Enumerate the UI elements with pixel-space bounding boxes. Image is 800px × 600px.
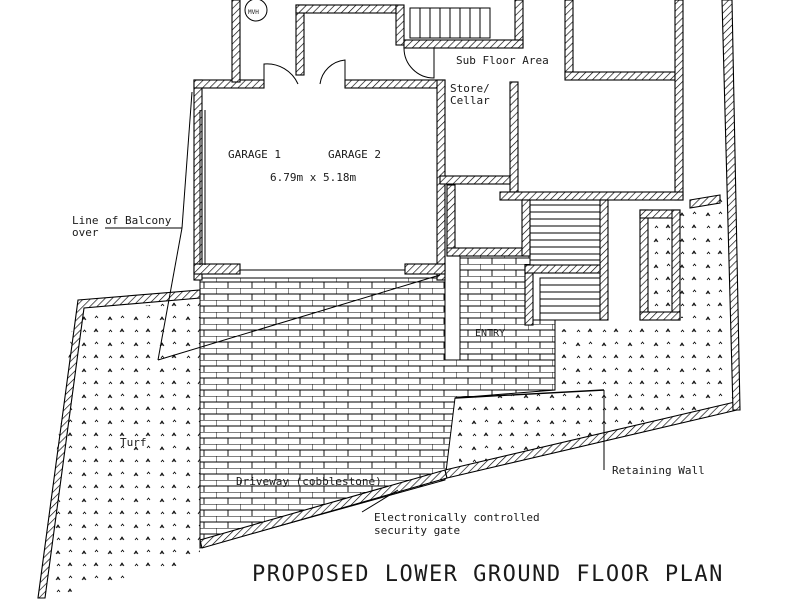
entry-label: ENTRY [475, 328, 505, 339]
gate-label-line2: security gate [374, 524, 460, 537]
meter-box [244, 0, 268, 22]
turf-label: Turf [120, 436, 147, 449]
entry-stair-walls [446, 184, 681, 326]
retaining-wall-line [454, 389, 605, 399]
turf-area-right [455, 195, 735, 475]
balcony-label-line2: over [72, 226, 99, 239]
garage-2-label: GARAGE 2 [328, 148, 381, 161]
boundary-walls [37, 0, 741, 599]
store-label-line2: Cellar [450, 94, 490, 107]
garage-dimensions: 6.79m x 5.18m [270, 171, 356, 184]
entry-stairs [529, 204, 601, 321]
sub-floor-area-label: Sub Floor Area [456, 54, 549, 67]
upper-walls [231, 0, 684, 201]
driveway-label: Driveway (cobblestone) [236, 475, 382, 488]
gate-label-line1: Electronically controlled [374, 511, 540, 524]
garage-1-label: GARAGE 1 [228, 148, 281, 161]
leader-lines [105, 91, 605, 513]
drawing-title: PROPOSED LOWER GROUND FLOOR PLAN [252, 562, 724, 587]
store-door [403, 47, 435, 79]
turf-area-left [38, 300, 200, 598]
balcony-label-line1: Line of Balcony [72, 214, 172, 227]
garage-access-door [263, 59, 346, 85]
upper-stair [409, 7, 491, 39]
retaining-wall-label: Retaining Wall [612, 464, 705, 477]
garage-door-opening [199, 110, 405, 271]
store-label-line1: Store/ [450, 82, 490, 95]
meter-label: MVH [248, 9, 259, 16]
